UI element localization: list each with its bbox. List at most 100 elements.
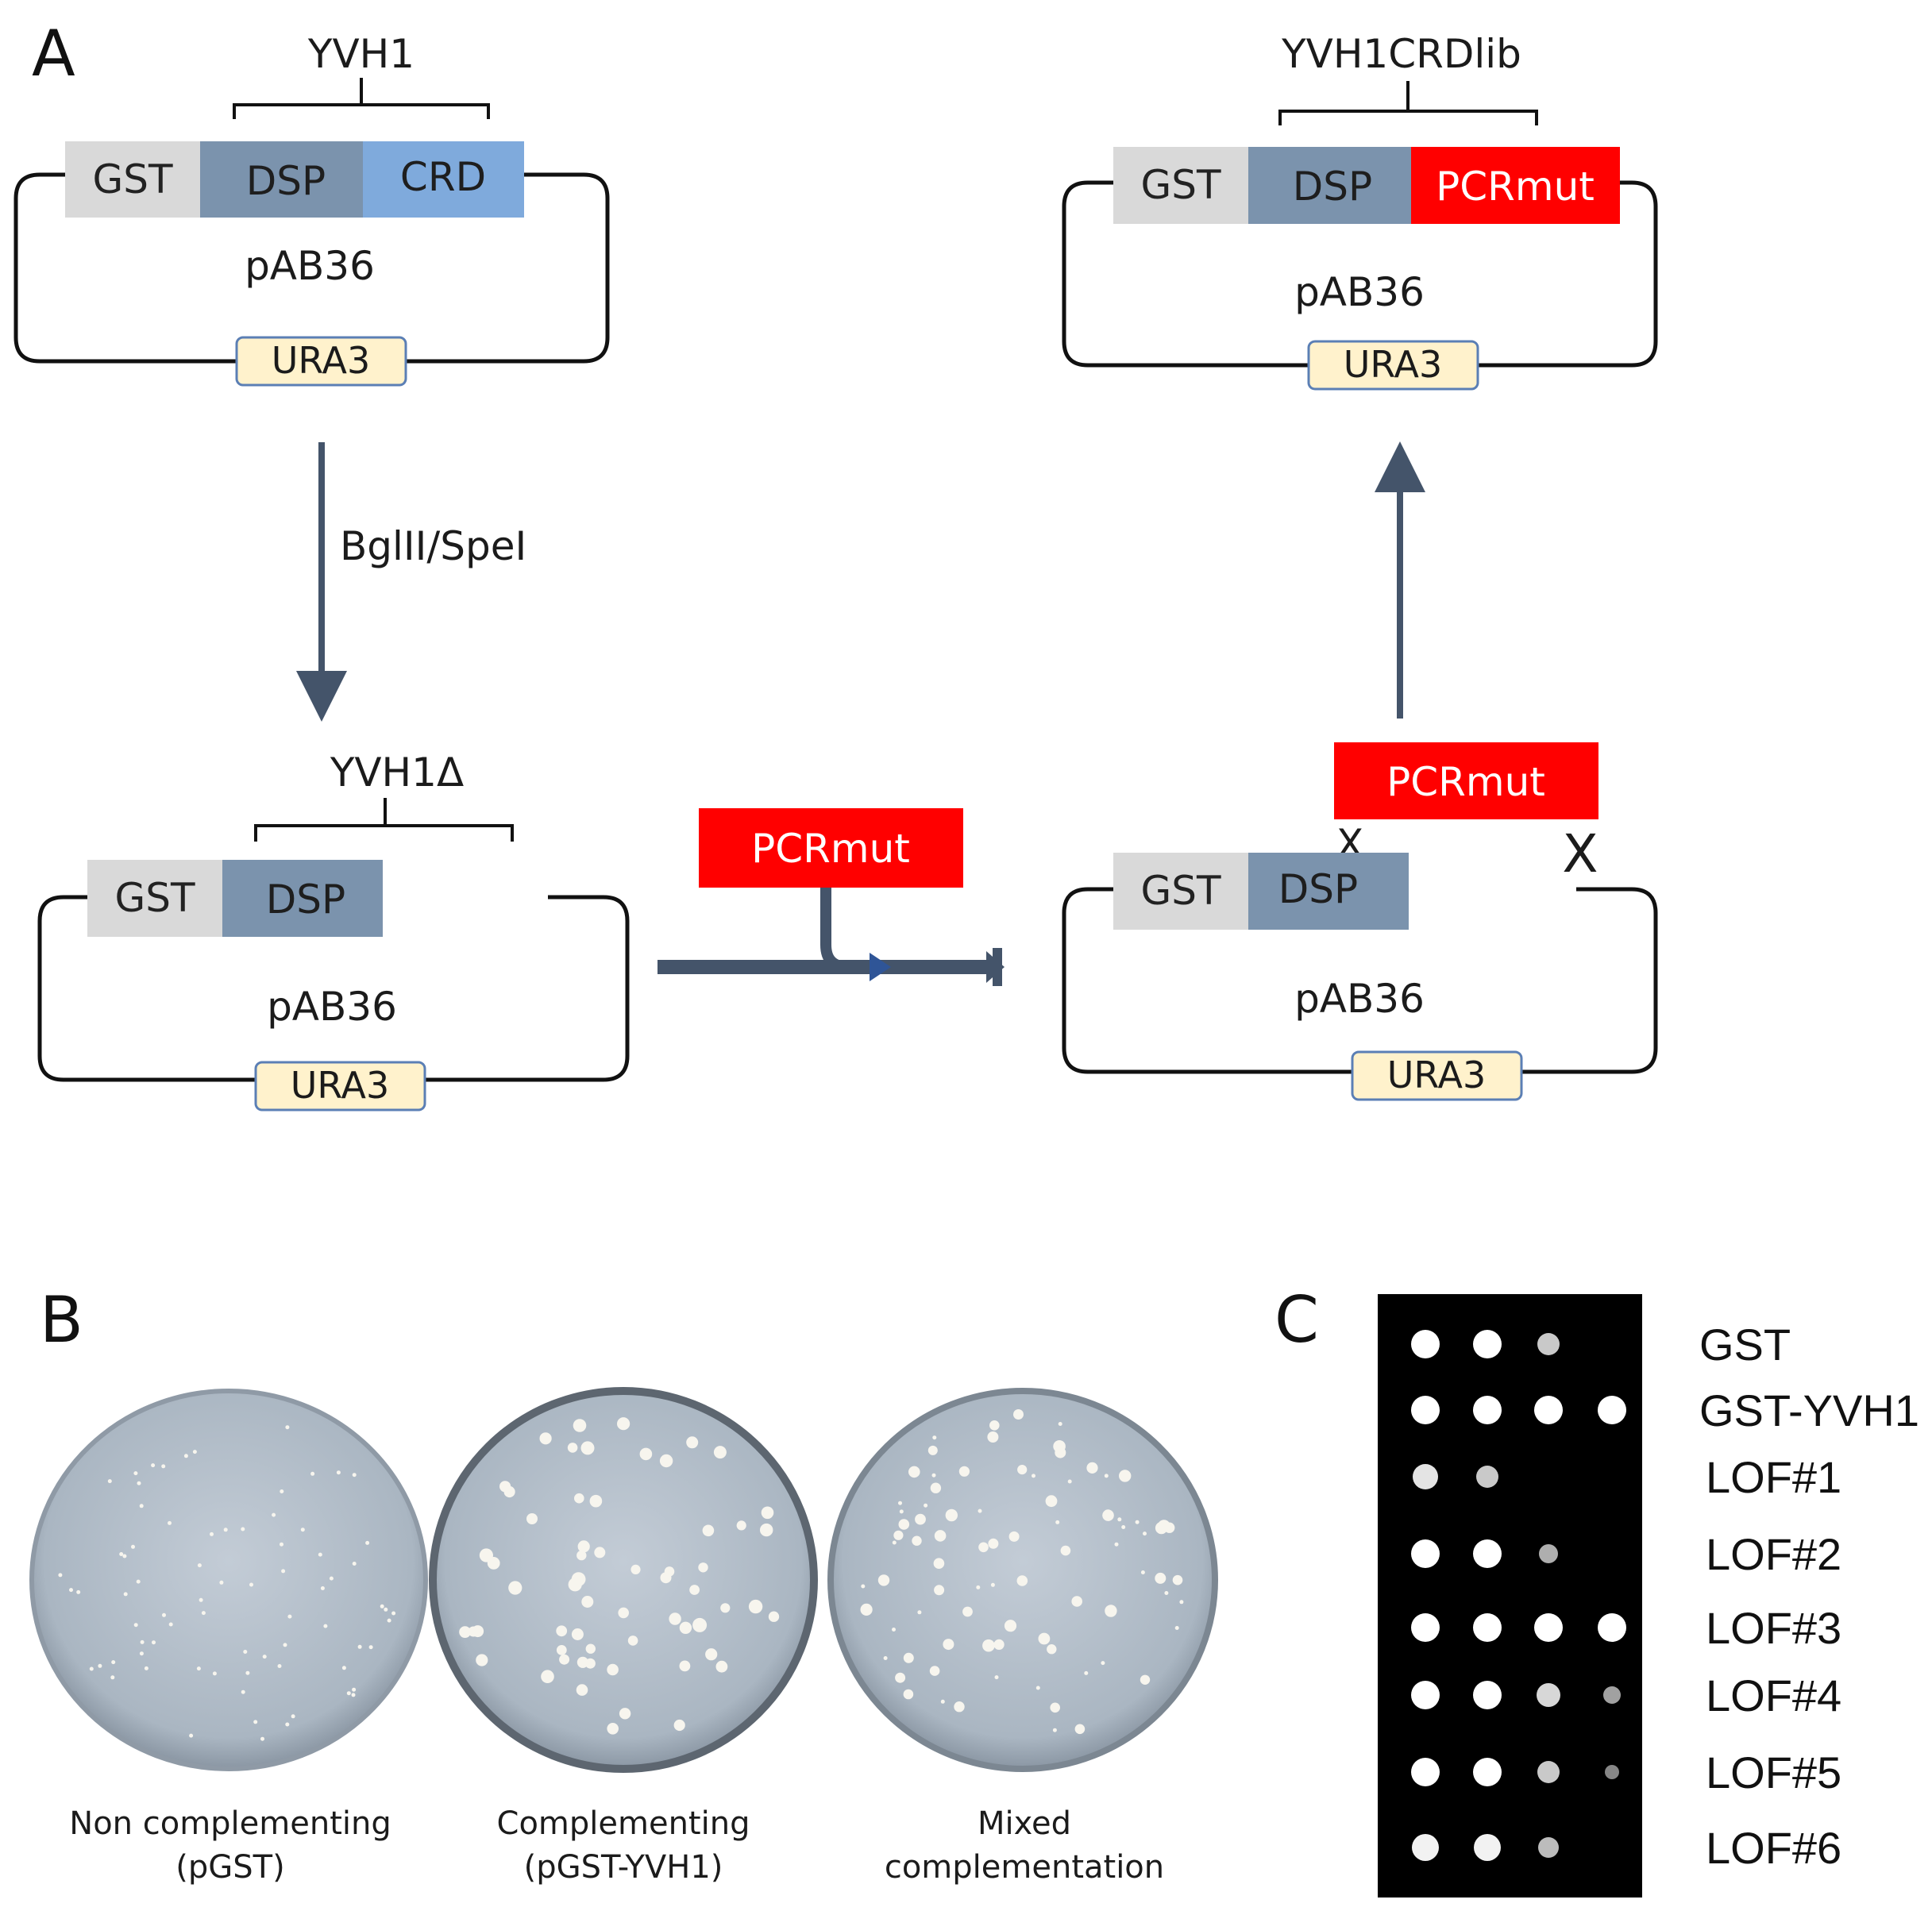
colony <box>384 1607 388 1612</box>
colony <box>574 1493 584 1504</box>
colony <box>698 1562 708 1573</box>
colony <box>1140 1674 1151 1685</box>
colony <box>280 1542 283 1547</box>
colony <box>285 1425 290 1430</box>
colony <box>122 1554 127 1558</box>
colony <box>162 1612 166 1617</box>
colony <box>1143 1531 1147 1536</box>
yeast-spot <box>1411 1330 1440 1358</box>
colony <box>893 1530 904 1540</box>
colony <box>577 1550 587 1561</box>
colony <box>1164 1591 1169 1595</box>
gst-segment <box>65 141 200 218</box>
ura3-label: URA3 <box>1387 1054 1487 1096</box>
colony <box>1052 1728 1057 1732</box>
colony <box>585 1643 596 1654</box>
colony <box>168 1520 172 1525</box>
colony <box>861 1584 866 1589</box>
yeast-spot <box>1473 1330 1502 1358</box>
colony <box>1179 1600 1184 1605</box>
colony <box>161 1464 166 1469</box>
colony <box>357 1644 362 1649</box>
yeast-spot <box>1537 1761 1560 1783</box>
colony <box>917 1610 922 1615</box>
colony <box>241 1527 245 1531</box>
colony <box>280 1489 284 1493</box>
spot-row-label: LOF#6 <box>1706 1823 1841 1873</box>
petri-dish <box>429 1387 818 1773</box>
yeast-spot <box>1603 1686 1621 1704</box>
crossover-right: X <box>1562 823 1598 884</box>
panel-c-label: C <box>1275 1283 1319 1357</box>
colony <box>736 1520 746 1531</box>
spot-grid <box>1411 1330 1626 1861</box>
gst-segment <box>87 860 222 937</box>
spot-row-label: LOF#2 <box>1706 1529 1841 1579</box>
pcrmut-segment <box>1411 147 1620 224</box>
colony <box>958 1466 970 1477</box>
colony <box>368 1645 373 1650</box>
colony <box>539 1432 552 1445</box>
colony <box>567 1443 578 1453</box>
colony <box>243 1650 248 1654</box>
dsp-label: DSP <box>1293 164 1372 210</box>
yeast-spot <box>1539 1544 1558 1563</box>
colony <box>300 1528 305 1532</box>
colony <box>139 1504 144 1508</box>
yeast-spot <box>1411 1539 1440 1568</box>
plate-complementing: Complementing (pGST-YVH1) <box>429 1387 818 1886</box>
colony <box>898 1519 910 1530</box>
colony <box>318 1552 322 1557</box>
colony <box>260 1736 264 1741</box>
colony <box>1117 1517 1122 1522</box>
colony <box>287 1614 292 1619</box>
yeast-spot <box>1473 1539 1502 1568</box>
colony <box>341 1666 346 1670</box>
yeast-spot <box>1411 1613 1440 1642</box>
spot-row-label: GST-YVH1 <box>1699 1385 1919 1435</box>
colony <box>351 1693 356 1697</box>
colony <box>459 1626 471 1639</box>
colony <box>291 1714 295 1719</box>
yeast-spot <box>1605 1765 1619 1779</box>
colony <box>660 1572 672 1584</box>
colony <box>1164 1522 1175 1533</box>
colony <box>1135 1520 1140 1524</box>
panel-b-label: B <box>40 1283 83 1357</box>
colony <box>123 1592 128 1597</box>
dsp-segment <box>222 860 383 937</box>
colony <box>133 1623 138 1628</box>
yeast-spot <box>1537 1333 1560 1355</box>
colony <box>580 1441 595 1455</box>
colony <box>990 1582 995 1587</box>
yeast-spot <box>1413 1464 1438 1489</box>
colony <box>1008 1531 1020 1542</box>
colony <box>912 1535 922 1546</box>
spot-row-label: LOF#4 <box>1706 1670 1841 1720</box>
colony <box>110 1675 115 1680</box>
colony <box>594 1547 606 1558</box>
colony <box>281 1569 286 1574</box>
colony <box>262 1655 267 1659</box>
colony <box>748 1599 763 1614</box>
colony <box>577 1540 590 1553</box>
colony <box>58 1573 63 1578</box>
library-bracket <box>1278 81 1538 125</box>
colony <box>903 1689 914 1700</box>
colony <box>336 1470 341 1475</box>
ura3-label: URA3 <box>272 339 371 382</box>
colony <box>76 1589 81 1594</box>
colony <box>1071 1596 1082 1607</box>
colony <box>673 1719 685 1732</box>
colony <box>98 1663 102 1668</box>
colony <box>1114 1542 1119 1547</box>
colony <box>899 1509 904 1514</box>
ura3-marker <box>1351 1050 1523 1101</box>
colony <box>144 1666 148 1670</box>
colony <box>1121 1525 1126 1529</box>
colony <box>1102 1509 1114 1521</box>
colony <box>249 1582 253 1587</box>
colony <box>639 1447 653 1461</box>
spot-row-label: LOF#1 <box>1706 1452 1841 1502</box>
colony <box>136 1579 141 1584</box>
